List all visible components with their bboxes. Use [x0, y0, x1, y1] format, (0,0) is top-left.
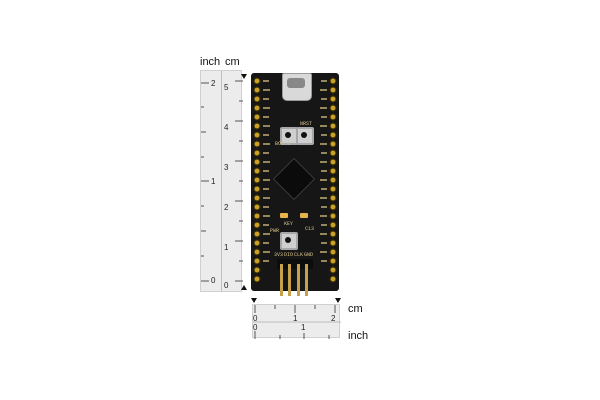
pwr-label: PWR [270, 228, 280, 234]
usb-c-connector [282, 73, 312, 101]
cm-tick-0: 0 [224, 281, 229, 290]
cm-tick-2: 2 [224, 203, 229, 212]
h-cm-tick-0: 0 [253, 314, 258, 323]
vertical-ruler-divider [221, 71, 222, 291]
h-inch-tick-0: 0 [253, 323, 258, 332]
c13-label: C13 [305, 226, 315, 232]
vertical-ruler-ticks [201, 80, 243, 282]
cm-tick-3: 3 [224, 163, 229, 172]
boot0-label: BOOT0 [275, 141, 291, 147]
vertical-ruler-inch-label: inch [200, 56, 221, 68]
header-pin-3 [297, 264, 300, 296]
ruler-right-marker [335, 298, 341, 303]
vertical-ruler-cm-label: cm [225, 56, 240, 68]
header-label-3v3: 3V3 [274, 252, 284, 258]
pwr-led [280, 213, 288, 218]
horizontal-ruler [252, 304, 341, 339]
header-pin-1 [280, 264, 283, 296]
ruler-left-marker [251, 298, 257, 303]
inch-tick-0: 0 [211, 276, 216, 285]
nrst-button [296, 127, 314, 145]
c13-led [300, 213, 308, 218]
header-label-clk: CLK [294, 252, 304, 258]
horizontal-ruler-ticks [253, 305, 341, 339]
h-cm-tick-1: 1 [293, 314, 298, 323]
cm-tick-5: 5 [224, 83, 229, 92]
nrst-label: NRST [300, 121, 313, 127]
header-pin-4 [305, 264, 308, 296]
cm-tick-4: 4 [224, 123, 229, 132]
vertical-ruler [200, 70, 243, 292]
header-label-dio: DIO [284, 252, 294, 258]
inch-tick-1: 1 [211, 177, 216, 186]
ruler-top-marker [241, 74, 247, 79]
h-inch-tick-1: 1 [301, 323, 306, 332]
ruler-bottom-marker [241, 285, 247, 290]
swd-header-housing [277, 259, 313, 269]
horizontal-ruler-inch-label: inch [348, 330, 369, 342]
cm-tick-1: 1 [224, 243, 229, 252]
h-cm-tick-2: 2 [331, 314, 336, 323]
header-label-gnd: GND [304, 252, 314, 258]
board-pin-pads [253, 77, 337, 283]
header-pin-2 [288, 264, 291, 296]
key-label: KEY [284, 221, 294, 227]
key-button [280, 232, 298, 250]
usb-c-port [287, 78, 305, 88]
inch-tick-2: 2 [211, 79, 216, 88]
horizontal-ruler-cm-label: cm [348, 303, 363, 315]
